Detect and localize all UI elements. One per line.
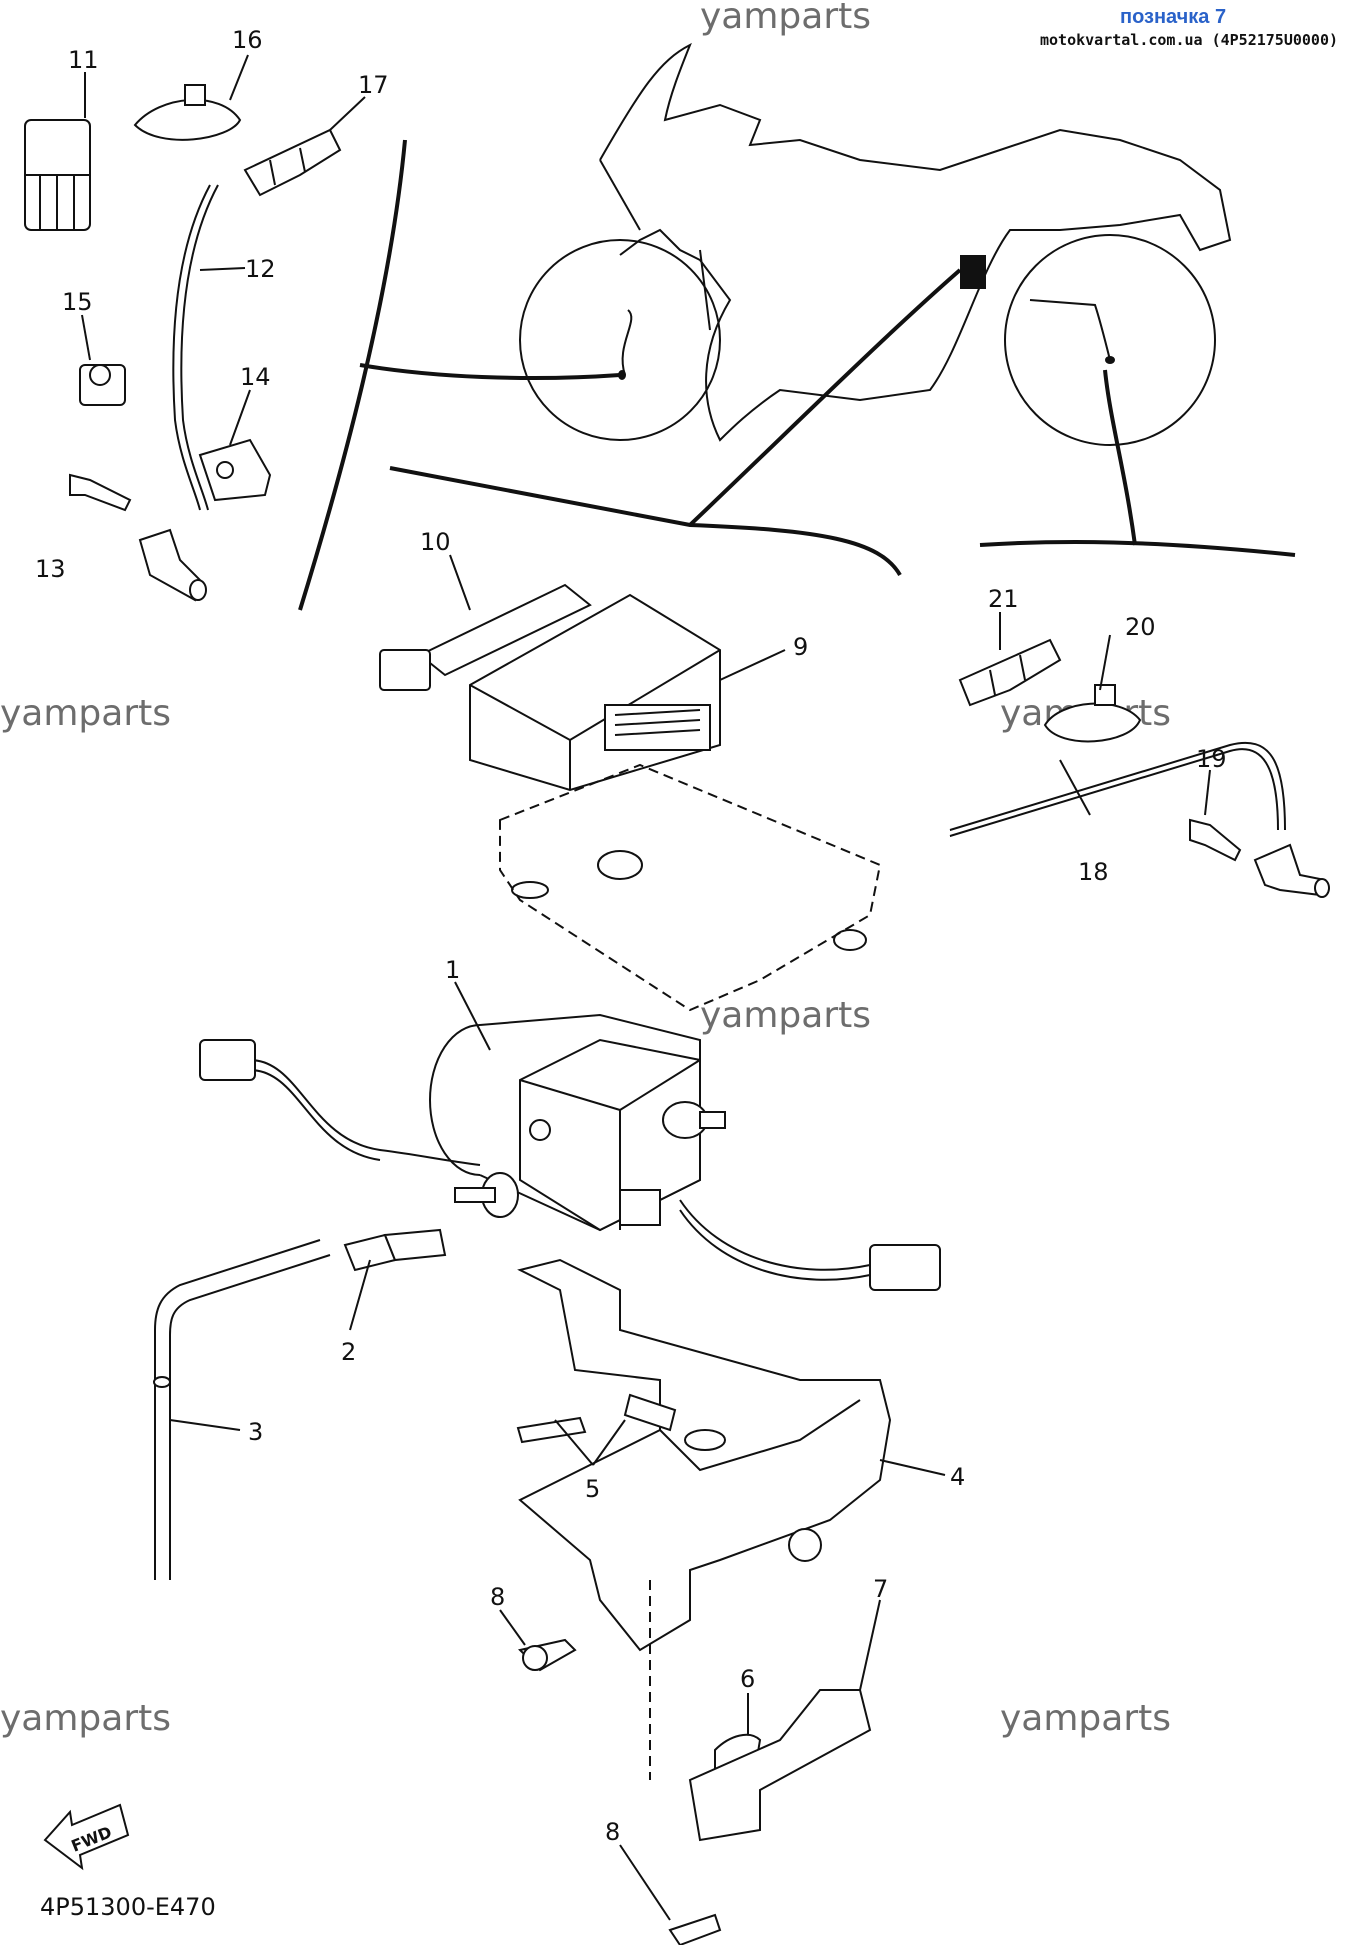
watermark: yamparts bbox=[700, 995, 871, 1036]
clamp-21 bbox=[958, 638, 1062, 707]
connector-right bbox=[869, 1244, 941, 1291]
callout-4: 4 bbox=[950, 1463, 965, 1491]
hydraulic-unit-1 bbox=[199, 1013, 941, 1291]
rear-sensor-group bbox=[949, 638, 1330, 898]
hose-group bbox=[153, 1228, 447, 1580]
bracket-14 bbox=[198, 438, 272, 502]
callout-19: 19 bbox=[1196, 745, 1227, 773]
callout-17: 17 bbox=[358, 71, 389, 99]
callout-18: 18 bbox=[1078, 858, 1109, 886]
callout-8-lower: 8 bbox=[605, 1818, 620, 1846]
relay-11 bbox=[24, 119, 91, 231]
motorcycle-silhouette bbox=[519, 42, 1232, 446]
header-source: motokvartal.com.ua (4P52175U0000) bbox=[1040, 31, 1338, 49]
header-tag: позначка 7 bbox=[1120, 6, 1226, 28]
damper-5b bbox=[623, 1393, 677, 1432]
watermark: yamparts bbox=[0, 1698, 171, 1739]
clamp-17 bbox=[243, 128, 342, 197]
callout-5: 5 bbox=[585, 1475, 600, 1503]
sensor-lead-12 bbox=[172, 184, 211, 511]
front-sensor-group bbox=[24, 84, 342, 602]
bracket-7 bbox=[688, 1689, 872, 1842]
watermark: yamparts bbox=[1000, 1698, 1171, 1739]
strap-10 bbox=[418, 583, 592, 677]
callout-15: 15 bbox=[62, 288, 93, 316]
watermark: yamparts bbox=[700, 0, 871, 37]
pointer-lines bbox=[298, 139, 1296, 611]
callout-12: 12 bbox=[245, 255, 276, 283]
callout-11: 11 bbox=[68, 46, 99, 74]
abs-ecu-location-marker bbox=[960, 255, 986, 289]
callout-20: 20 bbox=[1125, 613, 1156, 641]
ecu-bracket-outline bbox=[499, 763, 882, 1012]
diagram-code: 4P51300-E470 bbox=[40, 1893, 216, 1921]
front-sensor bbox=[138, 528, 207, 602]
bracket-group bbox=[516, 1258, 892, 1945]
bracket-4 bbox=[517, 1258, 892, 1652]
harness-right bbox=[679, 1199, 871, 1271]
damper-5a bbox=[516, 1416, 587, 1444]
callout-9: 9 bbox=[793, 633, 808, 661]
watermark: yamparts bbox=[0, 693, 171, 734]
fwd-arrow: FWD bbox=[43, 1803, 130, 1871]
connector-left bbox=[199, 1039, 256, 1081]
callout-14: 14 bbox=[240, 363, 271, 391]
bolt-13 bbox=[69, 473, 132, 512]
callout-numbers: 11 16 17 12 15 14 13 10 9 21 20 19 18 1 … bbox=[35, 26, 1227, 1846]
callout-13: 13 bbox=[35, 555, 66, 583]
harness-left bbox=[249, 1059, 481, 1166]
ecu-group bbox=[379, 583, 882, 1012]
clamp-16 bbox=[133, 84, 242, 141]
sensor-lead-18 bbox=[949, 741, 1286, 831]
callout-8-upper: 8 bbox=[490, 1583, 505, 1611]
callout-3: 3 bbox=[248, 1418, 263, 1446]
bolt-8b bbox=[668, 1913, 722, 1945]
rear-sensor bbox=[1253, 843, 1330, 898]
callout-7: 7 bbox=[873, 1575, 888, 1603]
callout-2: 2 bbox=[341, 1338, 356, 1366]
bolt-19 bbox=[1189, 818, 1242, 862]
callout-leaders bbox=[81, 54, 1211, 1921]
callout-21: 21 bbox=[988, 585, 1019, 613]
callout-10: 10 bbox=[420, 528, 451, 556]
clip-15 bbox=[79, 364, 126, 406]
callout-16: 16 bbox=[232, 26, 263, 54]
callout-1: 1 bbox=[445, 956, 460, 984]
callout-6: 6 bbox=[740, 1665, 755, 1693]
